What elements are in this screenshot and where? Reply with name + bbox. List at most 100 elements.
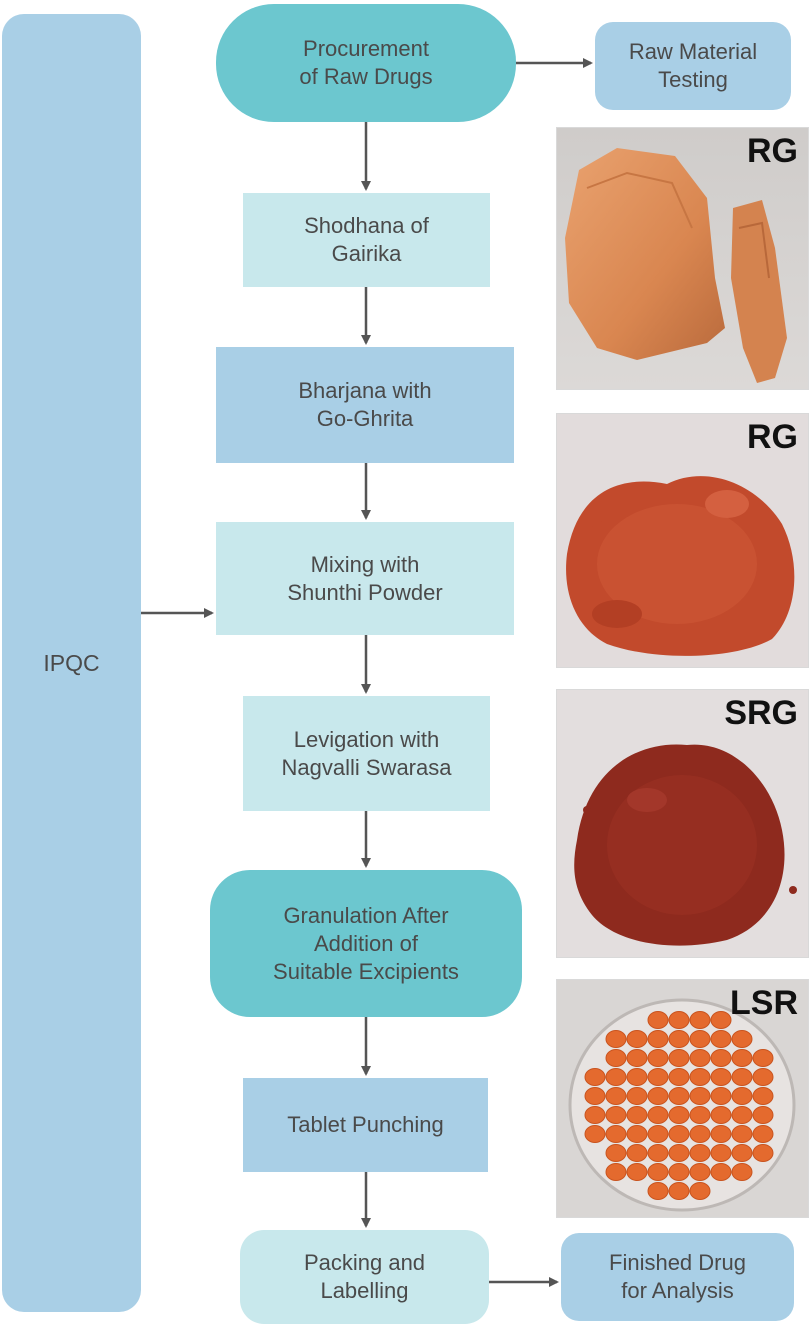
tablet-shape — [689, 1068, 711, 1086]
tablet-shape — [668, 1030, 690, 1048]
photo-raw-gairika: RG — [556, 127, 809, 390]
tablet-shape — [605, 1087, 627, 1105]
ipqc-label: IPQC — [43, 650, 100, 676]
photo-lsr-tablets: LSR — [556, 979, 809, 1218]
tablet-shape — [647, 1049, 669, 1067]
tablet-shape — [605, 1030, 627, 1048]
tablet-shape — [731, 1163, 753, 1181]
tablet-shape — [710, 1011, 732, 1029]
photo-tag-rg-1: RG — [747, 132, 798, 170]
tablet-shape — [626, 1068, 648, 1086]
tablet-shape — [689, 1049, 711, 1067]
photo-tag-srg: SRG — [724, 694, 798, 732]
tablet-shape — [626, 1030, 648, 1048]
levigation-label: Levigation with Nagvalli Swarasa — [281, 726, 452, 780]
tablet-shape — [731, 1030, 753, 1048]
tablet-shape — [689, 1182, 711, 1200]
tablet-shape — [584, 1106, 606, 1124]
tablet-shape — [689, 1163, 711, 1181]
shodhana-node: Shodhana of Gairika — [243, 193, 490, 287]
tablet-shape — [752, 1049, 774, 1067]
tablet-punching-node: Tablet Punching — [243, 1078, 488, 1172]
procurement-label: Procurement of Raw Drugs — [299, 36, 433, 89]
rg-powder-image — [557, 414, 808, 667]
tablet-shape — [605, 1106, 627, 1124]
tablet-shape — [731, 1106, 753, 1124]
tablet-shape — [605, 1163, 627, 1181]
tablet-shape — [605, 1049, 627, 1067]
granulation-node: Granulation After Addition of Suitable E… — [210, 870, 522, 1017]
tablet-shape — [605, 1125, 627, 1143]
procurement-node: Procurement of Raw Drugs — [216, 4, 516, 122]
packing-label: Packing and Labelling — [303, 1250, 426, 1303]
tablet-shape — [626, 1106, 648, 1124]
tablet-shape — [668, 1144, 690, 1162]
tablet-shape — [710, 1144, 732, 1162]
tablet-shape — [605, 1144, 627, 1162]
photo-srg-powder: SRG — [556, 689, 809, 958]
tablet-shape — [752, 1068, 774, 1086]
tablet-shape — [668, 1182, 690, 1200]
bharjana-node: Bharjana with Go-Ghrita — [216, 347, 514, 463]
tablet-shape — [668, 1011, 690, 1029]
packing-node: Packing and Labelling — [240, 1230, 489, 1324]
tablet-shape — [689, 1144, 711, 1162]
srg-powder-image — [557, 690, 808, 957]
photo-tag-lsr: LSR — [730, 984, 798, 1022]
tablet-shape — [584, 1068, 606, 1086]
bharjana-label: Bharjana with Go-Ghrita — [298, 378, 432, 431]
tablet-shape — [710, 1087, 732, 1105]
tablet-shape — [647, 1030, 669, 1048]
granulation-label: Granulation After Addition of Suitable E… — [273, 902, 459, 984]
tablet-shape — [731, 1068, 753, 1086]
tablet-shape — [689, 1011, 711, 1029]
tablet-shape — [752, 1144, 774, 1162]
tablet-shape — [731, 1125, 753, 1143]
raw-gairika-image — [557, 128, 808, 389]
tablet-shape — [710, 1068, 732, 1086]
tablet-shape — [689, 1106, 711, 1124]
ipqc-sidebar: IPQC — [2, 14, 141, 1312]
tablet-shape — [647, 1011, 669, 1029]
tablet-shape — [626, 1125, 648, 1143]
tablet-punching-label: Tablet Punching — [287, 1112, 444, 1137]
raw-material-testing-node: Raw Material Testing — [595, 22, 791, 110]
tablet-shape — [752, 1106, 774, 1124]
mixing-label: Mixing with Shunthi Powder — [287, 551, 443, 605]
tablet-shape — [668, 1163, 690, 1181]
tablet-shape — [626, 1087, 648, 1105]
tablet-shape — [584, 1087, 606, 1105]
tablet-shape — [626, 1144, 648, 1162]
tablet-shape — [710, 1106, 732, 1124]
tablet-shape — [752, 1125, 774, 1143]
tablet-shape — [647, 1144, 669, 1162]
raw-material-testing-label: Raw Material Testing — [628, 39, 758, 92]
tablet-shape — [668, 1125, 690, 1143]
tablet-shape — [731, 1049, 753, 1067]
tablet-shape — [668, 1087, 690, 1105]
tablet-shape — [605, 1068, 627, 1086]
finished-drug-label: Finished Drug for Analysis — [609, 1250, 746, 1303]
photo-tag-rg-2: RG — [747, 418, 798, 456]
tablet-shape — [689, 1087, 711, 1105]
tablet-shape — [710, 1163, 732, 1181]
tablet-shape — [710, 1125, 732, 1143]
lsr-tablets-image — [557, 980, 808, 1217]
tablet-shape — [689, 1125, 711, 1143]
tablet-shape — [626, 1163, 648, 1181]
tablet-shape — [647, 1106, 669, 1124]
tablet-shape — [647, 1163, 669, 1181]
tablet-shape — [584, 1125, 606, 1143]
shodhana-label: Shodhana of Gairika — [304, 213, 429, 266]
tablet-shape — [668, 1068, 690, 1086]
tablet-shape — [710, 1030, 732, 1048]
photo-rg-powder: RG — [556, 413, 809, 668]
tablet-shape — [626, 1049, 648, 1067]
tablet-shape — [668, 1049, 690, 1067]
tablet-shape — [668, 1106, 690, 1124]
levigation-node: Levigation with Nagvalli Swarasa — [243, 696, 490, 811]
tablet-shape — [731, 1144, 753, 1162]
finished-drug-node: Finished Drug for Analysis — [561, 1233, 794, 1321]
mixing-node: Mixing with Shunthi Powder — [216, 522, 514, 635]
